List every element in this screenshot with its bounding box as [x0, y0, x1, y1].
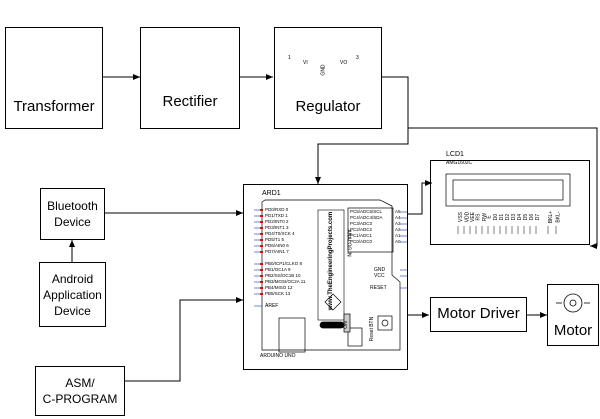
android-label-line1: Android: [51, 272, 94, 286]
pin-label: PB2/SS/OC1B 10: [265, 273, 301, 278]
rectifier-block: [140, 27, 240, 129]
lcd-pin-labels: VSS VDD VEE RS RW E D0 D1 D2 D3 D4 D5 D6…: [452, 210, 564, 226]
pin-label: PB5/SCK 13: [265, 291, 291, 296]
android-block: [39, 262, 106, 327]
pin-label: PC5/ADC5/SCL: [350, 209, 383, 214]
pin-label: PD6/AIN0 6: [265, 243, 289, 248]
arduino-ref: ARD1: [262, 190, 281, 197]
pin-label: PD5/T1 5: [265, 237, 285, 242]
pin-label: PB0/ICP1/CLKO 8: [265, 261, 303, 266]
pin-label: PD3/INT1 3: [265, 225, 289, 230]
arduino-on: ON: [342, 321, 349, 329]
asm-block: [35, 366, 125, 416]
pin-label: PD2/INT0 2: [265, 219, 289, 224]
bluetooth-label-line1: Bluetooth: [47, 199, 98, 213]
arduino-right-pin-numbers: A5 A4 A3 A2 A1 A0: [395, 209, 401, 245]
lcd-pin-label: E: [486, 215, 493, 219]
arrow-asm-arduino: [125, 297, 243, 382]
transformer-label: Transformer: [13, 98, 95, 115]
pin-number: A4: [395, 215, 401, 220]
lcd-pin-label: BKL-: [555, 211, 562, 223]
arduino-left-pin-markers: [260, 209, 263, 295]
regulator-pin3: 3: [356, 55, 359, 61]
arduino-vcc: VCC: [374, 273, 385, 279]
regulator-vo: VO: [340, 60, 348, 66]
pin-label: PD7/AIN1 7: [265, 249, 289, 254]
regulator-vi: VI: [303, 60, 308, 66]
lcd-pin-label: D7: [535, 213, 542, 221]
android-label-line3: Device: [54, 304, 91, 318]
pin-label: PC2/ADC2: [350, 227, 373, 232]
pin-number: A1: [395, 233, 401, 238]
regulator-label: Regulator: [295, 98, 361, 115]
motor-label: Motor: [553, 322, 593, 339]
regulator-pin1: 1: [288, 55, 291, 61]
motor-block: [547, 284, 599, 346]
arduino-reset-btn: Reset BTN: [369, 316, 376, 342]
asm-label-line2: C-PROGRAM: [42, 392, 118, 406]
arrow-regulator-lcd: [382, 76, 598, 249]
pin-label: PD4/T0/XCK 4: [265, 231, 295, 236]
bluetooth-block: [40, 188, 105, 240]
regulator-gnd: GND: [320, 64, 327, 76]
pin-label: PC3/ADC3: [350, 221, 373, 226]
lcd-drawing: [445, 173, 571, 207]
transformer-block: [5, 27, 103, 129]
bluetooth-label: Bluetooth Device: [40, 198, 105, 230]
pin-label: PC1/ADC1: [350, 233, 373, 238]
android-label-line2: Application: [43, 288, 102, 302]
arduino-website: www.TheEngineeringProjects.com: [328, 211, 335, 311]
regulator-block: [274, 27, 382, 129]
lcd-block: [430, 160, 590, 245]
lcd-part: AMG1602C: [446, 160, 473, 166]
pin-label: PC4/ADC4/SDA: [350, 215, 383, 220]
arduino-board-drawing: [261, 199, 401, 353]
android-label: Android Application Device: [39, 271, 106, 319]
motor-driver-block: [430, 297, 527, 332]
lcd-pin-label: VSS: [458, 211, 465, 223]
arduino-gnd: GND: [374, 267, 386, 273]
arduino-analog-label: ANALOG IN: [345, 229, 352, 257]
arrow-supply-arduino: [315, 128, 409, 184]
motor-symbol-icon: [556, 293, 590, 313]
arrow-arduino-lcd: [408, 180, 432, 215]
arduino-reset: RESET: [370, 285, 387, 291]
arduino-right-pins: [400, 211, 408, 289]
pin-label: PD1/TXD 1: [265, 213, 288, 218]
bluetooth-label-line2: Device: [54, 215, 91, 229]
pin-number: A5: [395, 209, 401, 214]
pin-number: A2: [395, 227, 401, 232]
arduino-right-pin-labels: PC5/ADC5/SCL PC4/ADC4/SDA PC3/ADC3 PC2/A…: [350, 209, 383, 245]
arduino-block: [243, 184, 408, 370]
asm-label-line1: ASM/: [65, 376, 95, 390]
lcd-ref: LCD1: [446, 151, 464, 158]
lcd-pin-label: RS: [475, 213, 482, 221]
motor-driver-label: Motor Driver: [437, 305, 520, 322]
rectifier-label: Rectifier: [162, 93, 218, 110]
arduino-left-pin-labels-bottom: PB0/ICP1/CLKO 8 PB1/OC1A 9 PB2/SS/OC1B 1…: [265, 261, 305, 297]
pin-label: PB4/MISO 12: [265, 285, 293, 290]
pin-number: A3: [395, 221, 401, 226]
pin-label: PB1/OC1A 9: [265, 267, 291, 272]
pin-label: PD0/RXD 0: [265, 207, 289, 212]
arduino-left-pin-labels-top: PD0/RXD 0 PD1/TXD 1 PD2/INT0 2 PD3/INT1 …: [265, 207, 295, 255]
arduino-aref: AREF: [265, 303, 279, 309]
pin-number: A0: [395, 239, 401, 244]
pin-label: PB3/MOSI/OC2A 11: [265, 279, 306, 284]
lcd-pins: [457, 226, 557, 234]
pin-label: PC0/ADC0: [350, 239, 373, 244]
asm-label: ASM/ C-PROGRAM: [35, 375, 125, 407]
lcd-pin-label: BKL+: [548, 210, 555, 224]
arduino-name: ARDUINO UNO: [260, 353, 296, 359]
